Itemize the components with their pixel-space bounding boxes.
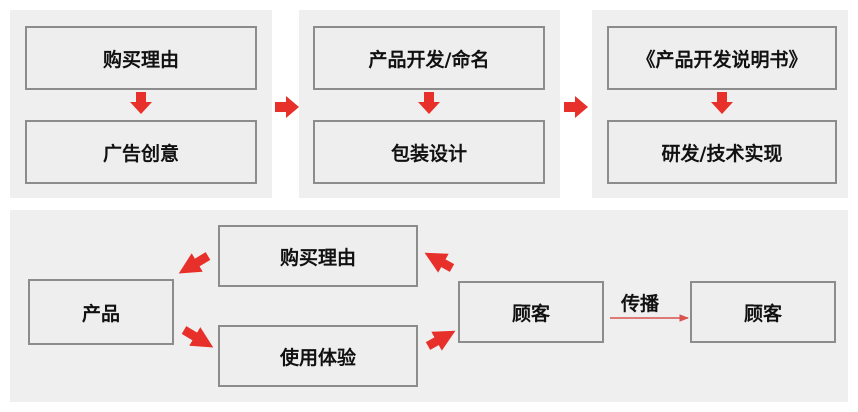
right-arrow-1 xyxy=(275,96,299,118)
box-product-dev-manual: 《产品开发说明书》 xyxy=(607,26,837,90)
down-arrow-3 xyxy=(711,92,733,114)
box-product: 产品 xyxy=(28,279,174,345)
down-arrow-2 xyxy=(418,92,440,114)
down-arrow-1 xyxy=(130,92,152,114)
box-customer-2: 顾客 xyxy=(690,281,836,343)
spread-label: 传播 xyxy=(621,293,660,315)
arrow-customer-to-reason xyxy=(424,252,455,273)
arrow-product-to-experience xyxy=(181,326,214,348)
box-purchase-reason-top: 购买理由 xyxy=(25,26,257,90)
box-customer: 顾客 xyxy=(458,281,604,343)
right-arrow-2 xyxy=(564,96,588,118)
arrow-experience-to-customer xyxy=(425,330,456,351)
box-package-design: 包装设计 xyxy=(313,120,545,184)
box-purchase-reason: 购买理由 xyxy=(218,225,418,287)
box-ad-creative: 广告创意 xyxy=(25,120,257,184)
box-usage-experience: 使用体验 xyxy=(218,325,418,387)
box-product-dev-naming: 产品开发/命名 xyxy=(313,26,545,90)
box-rd-implementation: 研发/技术实现 xyxy=(607,120,837,184)
arrow-reason-to-product xyxy=(178,252,211,274)
